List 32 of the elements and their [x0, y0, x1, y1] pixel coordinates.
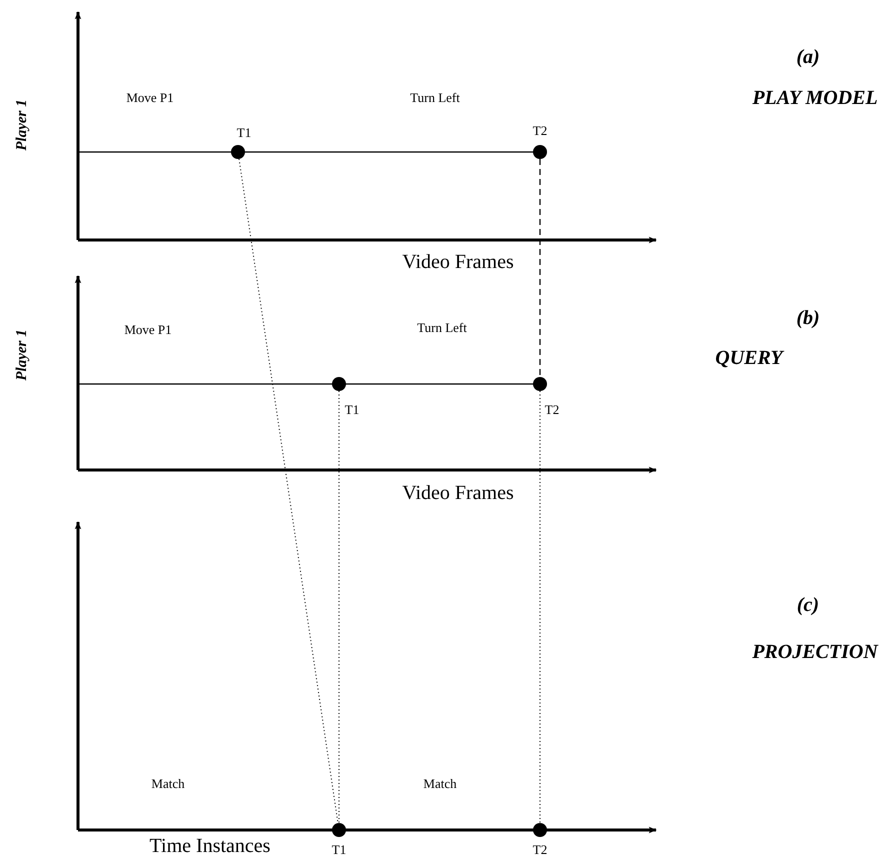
event-label: Move P1 [126, 90, 174, 106]
time-marker-label: T1 [344, 402, 360, 418]
event-label: Turn Left [410, 90, 460, 106]
event-label: Turn Left [417, 320, 467, 336]
dotted-connector [338, 390, 340, 824]
dotted-connector [238, 158, 338, 824]
time-marker-label: T2 [544, 402, 560, 418]
dashed-connector [539, 159, 541, 377]
panel-letter: (c) [796, 594, 820, 616]
time-marker-label: T1 [332, 842, 346, 858]
time-marker-label: T1 [236, 126, 252, 140]
event-dot [231, 145, 245, 159]
event-dot [533, 145, 547, 159]
event-label: Match [151, 776, 185, 792]
axis-title: Time Instances [150, 835, 270, 857]
axis-title: Video Frames [402, 251, 514, 273]
panel-title: PLAY MODEL [752, 87, 878, 109]
panel-title: PROJECTION [752, 641, 878, 663]
panel-letter: (b) [796, 307, 820, 329]
event-dot [533, 823, 547, 837]
event-dot [533, 377, 547, 391]
event-dot [332, 377, 346, 391]
event-dot [332, 823, 346, 837]
time-marker-label: T2 [532, 842, 548, 858]
panel-letter: (a) [796, 46, 820, 68]
axis-title: Player 1 [14, 99, 30, 151]
axis-title: Video Frames [402, 482, 514, 504]
panel-title: QUERY [715, 347, 783, 369]
time-marker-label: T2 [532, 124, 548, 138]
event-label: Move P1 [124, 322, 172, 338]
event-label: Match [423, 776, 457, 792]
axis-title: Player 1 [14, 329, 30, 381]
